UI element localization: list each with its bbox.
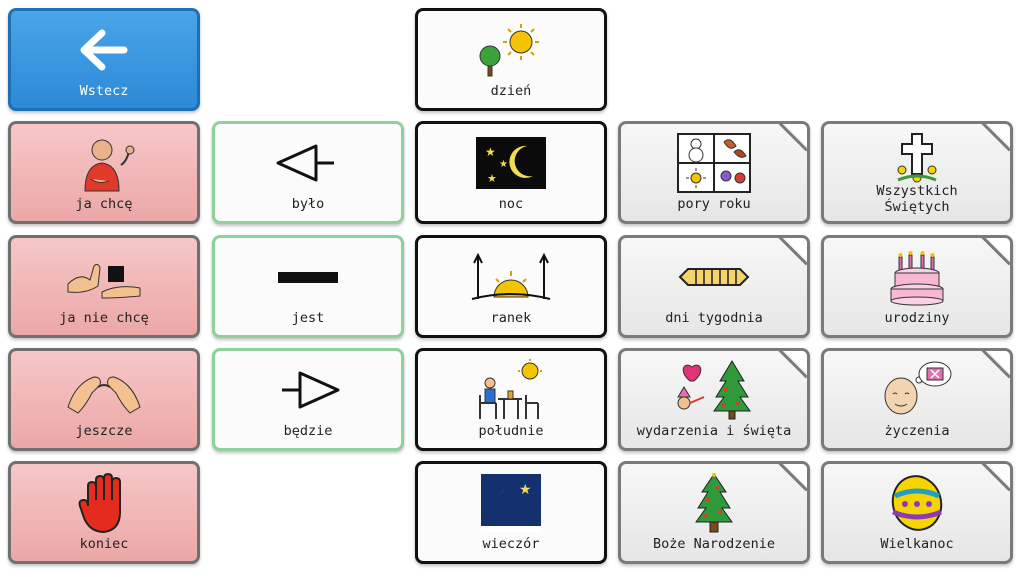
cell-jest[interactable]: jest [212,235,404,338]
cell-poludnie[interactable]: południe [415,348,607,451]
cell-label: dzień [490,83,532,99]
cell-label: urodziny [884,310,950,326]
more-hands-icon [11,359,197,421]
folder-wydarzenia[interactable]: wydarzenia i święta [618,348,810,451]
seasons-icon [621,132,807,194]
folder-urodziny[interactable]: urodziny [821,235,1013,338]
cell-label: będzie [283,423,333,439]
cell-noc[interactable]: ★ ★ ★ noc [415,121,607,224]
cell-koniec[interactable]: koniec [8,461,200,564]
hands-refusing-icon [11,246,197,308]
folder-dni-tygodnia[interactable]: dni tygodnia [618,235,810,338]
cell-ranek[interactable]: ranek [415,235,607,338]
cell-label: ja nie chcę [59,310,149,326]
cell-label: koniec [79,536,129,552]
cell-label: wydarzenia i święta [636,423,792,439]
sun-tree-icon [418,19,604,81]
past-arrow-icon [215,132,401,194]
cell-bylo[interactable]: było [212,121,404,224]
cell-label: było [291,196,325,212]
svg-text:★: ★ [487,172,497,185]
folder-boze-narodzenie[interactable]: Boże Narodzenie [618,461,810,564]
back-button[interactable]: Wstecz [8,8,200,111]
cell-ja-nie-chce[interactable]: ja nie chcę [8,235,200,338]
cell-label: południe [478,423,544,439]
moon-stars-icon: ★ ★ ★ [418,132,604,194]
cell-jeszcze[interactable]: jeszcze [8,348,200,451]
cell-label: noc [498,196,524,212]
lunch-table-icon [418,359,604,421]
easter-egg-icon [824,472,1010,534]
back-label: Wstecz [79,83,129,99]
folder-zyczenia[interactable]: życzenia [821,348,1013,451]
cell-bedzie[interactable]: będzie [212,348,404,451]
cell-label: pory roku [677,196,751,212]
cell-label: życzenia [884,423,950,439]
grave-cross-icon [824,128,1010,186]
cell-label: Wielkanoc [880,536,954,552]
week-days-icon [621,246,807,308]
cell-ja-chce[interactable]: ja chcę [8,121,200,224]
birthday-cake-icon [824,246,1010,308]
sunrise-icon [418,246,604,308]
cell-label: Boże Narodzenie [653,536,775,552]
cell-label: ja chcę [75,196,133,212]
christmas-tree-icon [621,472,807,534]
cell-label: Wszystkich Świętych [876,183,958,215]
cell-label: jest [291,310,325,326]
cell-wieczor[interactable]: ★ wieczór [415,461,607,564]
arrow-left-icon [11,19,197,81]
folder-wszystkich-swietych[interactable]: Wszystkich Świętych [821,121,1013,224]
wishes-face-icon [824,359,1010,421]
folder-pory-roku[interactable]: pory roku [618,121,810,224]
svg-text:★: ★ [499,159,508,170]
person-wanting-icon [11,132,197,194]
svg-text:★: ★ [485,145,496,159]
cell-label: wieczór [482,536,540,552]
present-bar-icon [215,246,401,308]
cell-label: dni tygodnia [665,310,763,326]
svg-text:★: ★ [519,482,532,498]
evening-moon-icon: ★ [418,472,604,534]
cell-label: jeszcze [75,423,133,439]
cell-label: ranek [490,310,532,326]
future-arrow-icon [215,359,401,421]
events-holidays-icon [621,359,807,421]
cell-dzien[interactable]: dzień [415,8,607,111]
folder-wielkanoc[interactable]: Wielkanoc [821,461,1013,564]
stop-hand-icon [11,472,197,534]
